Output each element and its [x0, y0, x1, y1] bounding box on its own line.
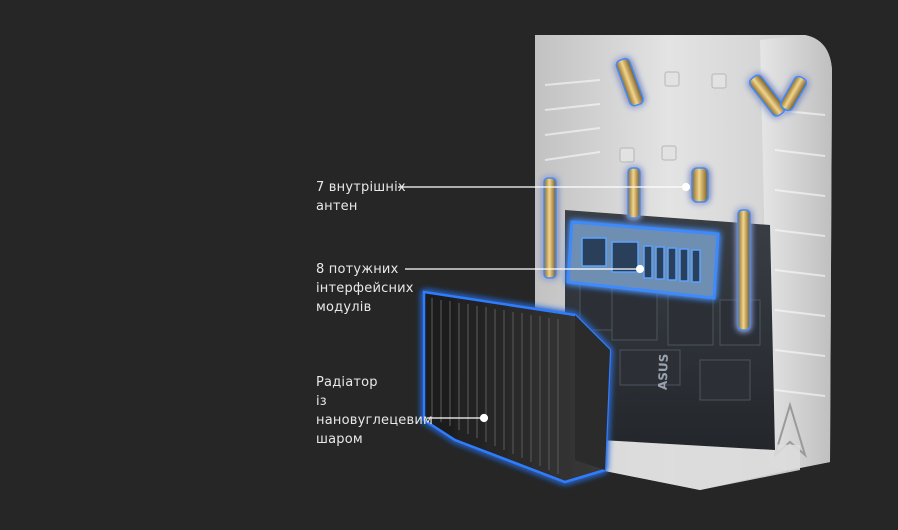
callout-modules-line-2: інтерфейсних — [316, 281, 414, 296]
callout-antennas: 7 внутрішніх антен — [316, 178, 406, 216]
heatsink — [422, 290, 612, 484]
internal-antennas — [543, 57, 808, 331]
callout-antennas-line-2: антен — [316, 199, 358, 214]
callout-antennas-line-1: 7 внутрішніх — [316, 180, 406, 195]
callout-heatsink-line-1: Радіатор — [316, 375, 378, 390]
antenna — [543, 177, 557, 279]
callout-heatsink-line-3: нановуглецевим — [316, 413, 433, 428]
interface-modules-highlight — [566, 220, 720, 300]
antenna — [748, 74, 786, 117]
antenna — [615, 57, 644, 107]
antenna — [691, 167, 709, 203]
callout-heatsink-line-2: із — [316, 394, 327, 409]
callout-leaders — [398, 182, 691, 423]
antenna — [780, 75, 808, 112]
callout-modules-line-3: модулів — [316, 300, 372, 315]
callout-modules-line-1: 8 потужних — [316, 262, 399, 277]
antenna — [737, 209, 751, 331]
callout-heatsink: Радіатор із нановуглецевим шаром — [316, 373, 433, 449]
antenna — [627, 167, 641, 219]
callout-heatsink-line-4: шаром — [316, 432, 363, 447]
board-logo: ASUS — [656, 353, 671, 390]
callout-modules: 8 потужних інтерфейсних модулів — [316, 260, 414, 317]
